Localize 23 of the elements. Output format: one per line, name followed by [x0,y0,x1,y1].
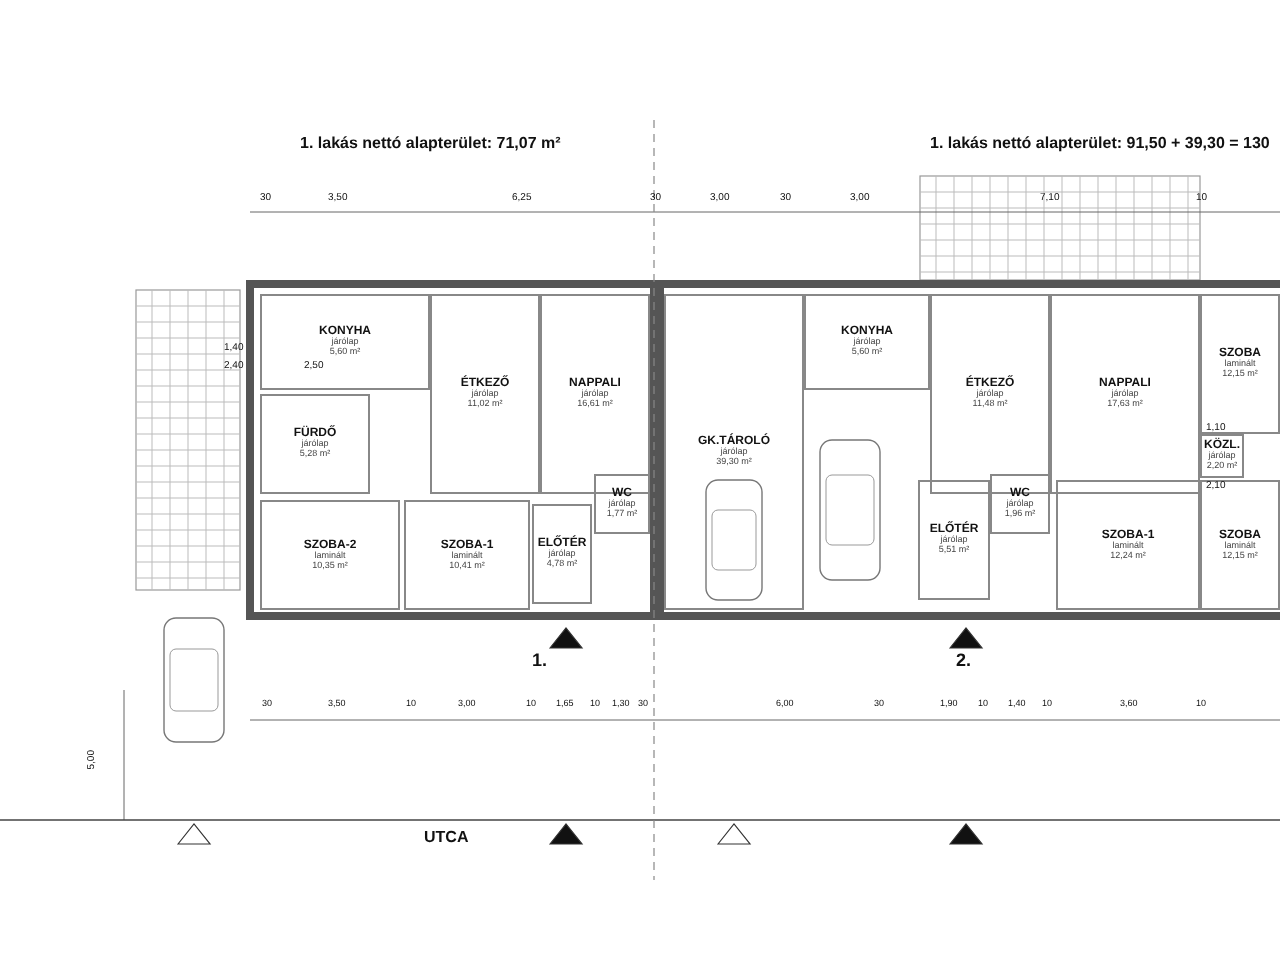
room [260,500,400,610]
room [1200,294,1280,434]
room [260,294,430,390]
street-label: UTCA [424,830,469,846]
room [930,294,1050,494]
room [990,474,1050,534]
room [532,504,592,604]
room [1200,434,1244,478]
area-heading: 1. lakás nettó alapterület: 71,07 m² [300,136,561,152]
unit-number: 1. [532,652,548,670]
room [540,294,650,494]
room [430,294,540,494]
room [260,394,370,494]
unit-number: 2. [956,652,972,670]
room [404,500,530,610]
room [918,480,990,600]
room [804,294,930,390]
room [664,294,804,610]
room [1200,480,1280,610]
room [594,474,650,534]
room [1050,294,1200,494]
room [1056,480,1200,610]
area-heading: 1. lakás nettó alapterület: 91,50 + 39,30 = 130 [930,136,1270,152]
